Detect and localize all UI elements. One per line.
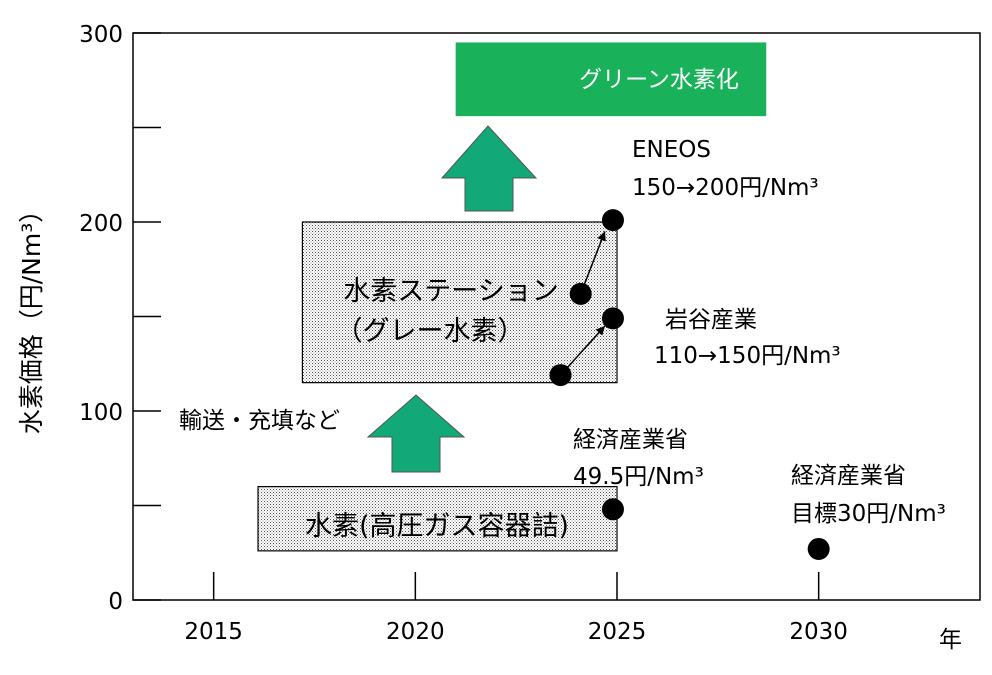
y-tick-label-0: 0 <box>108 589 123 615</box>
data-point-1 <box>569 282 592 305</box>
x-tick-label-2020: 2020 <box>386 619 445 645</box>
meti-price: 49.5円/Nm³ <box>573 464 704 490</box>
x-tick-label-2025: 2025 <box>588 619 647 645</box>
region-box-0 <box>257 486 618 552</box>
y-tick-label-200: 200 <box>79 211 123 237</box>
x-tick-label-2030: 2030 <box>789 619 848 645</box>
data-point-0 <box>601 209 624 232</box>
trend-arrow-layer <box>559 231 606 376</box>
up-arrow-upper <box>440 125 538 212</box>
x-axis-unit-label: 年 <box>939 627 962 653</box>
transport-label: 輸送・充填など <box>179 408 340 434</box>
axes-layer: 0 100 200 300 2015 2020 2025 2030 <box>79 22 848 645</box>
data-point-5 <box>807 537 830 560</box>
eneos-price: 150→200円/Nm³ <box>632 175 819 201</box>
eneos-name: ENEOS <box>632 137 711 163</box>
y-tick-label-300: 300 <box>79 22 123 48</box>
meti-name: 経済産業省 <box>573 427 688 453</box>
meti-target-name: 経済産業省 <box>791 463 906 489</box>
trend-arrow-1 <box>580 231 606 295</box>
cylinder-label: 水素(高圧ガス容器詰) <box>305 511 569 542</box>
station-label-line1: 水素ステーション <box>343 276 558 307</box>
y-tick-label-100: 100 <box>79 400 123 426</box>
trend-arrow-0 <box>559 325 606 376</box>
y-axis-label: 水素価格（円/Nm³） <box>17 198 46 435</box>
station-label-line2: （グレー水素） <box>336 316 525 347</box>
data-point-2 <box>601 307 624 330</box>
up-arrow-lower <box>366 394 466 473</box>
iwatani-name: 岩谷産業 <box>665 307 757 333</box>
x-tick-label-2015: 2015 <box>184 619 243 645</box>
meti-target-price: 目標30円/Nm³ <box>791 501 946 527</box>
iwatani-price: 110→150円/Nm³ <box>654 343 841 369</box>
region-layer <box>257 42 767 552</box>
point-layer <box>549 209 830 560</box>
data-point-4 <box>601 498 624 521</box>
region-box-1 <box>301 221 618 384</box>
data-point-3 <box>549 364 572 387</box>
green-box-label: グリーン水素化 <box>579 67 739 93</box>
region-box-2 <box>455 42 767 117</box>
